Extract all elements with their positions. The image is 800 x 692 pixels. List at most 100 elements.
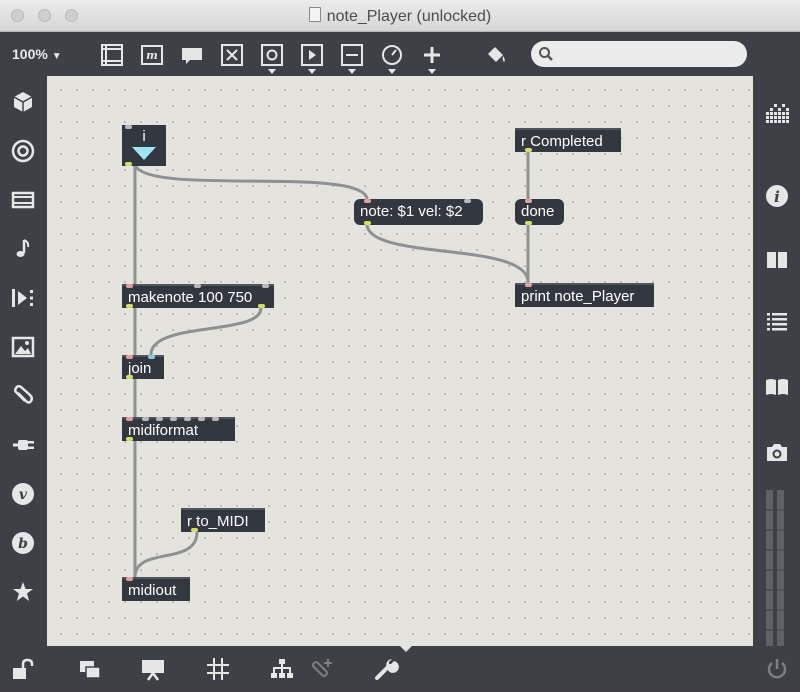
inlet[interactable] xyxy=(170,417,177,421)
inlet[interactable] xyxy=(142,417,149,421)
zoom-dropdown[interactable]: 100% ▼ xyxy=(12,46,62,62)
inlet[interactable] xyxy=(125,125,132,129)
window-title: note_Player (unlocked) xyxy=(0,7,800,26)
cube-icon[interactable] xyxy=(10,89,36,115)
outlet[interactable] xyxy=(525,221,532,225)
patch-cord[interactable] xyxy=(133,163,369,200)
presentation-icon[interactable] xyxy=(99,42,125,68)
object-makenote[interactable]: makenote 100 750 xyxy=(122,284,274,308)
document-icon xyxy=(308,7,321,22)
patch-cord[interactable] xyxy=(365,222,530,284)
bottom-bar xyxy=(0,644,800,692)
chevron-down-icon[interactable] xyxy=(308,69,316,74)
music-note-icon[interactable] xyxy=(10,236,36,262)
number-box[interactable]: i xyxy=(122,125,166,166)
inlet[interactable] xyxy=(364,199,371,203)
inlet[interactable] xyxy=(126,355,133,359)
object-label: midiout xyxy=(128,582,177,599)
level-meter-icon xyxy=(766,490,784,646)
wrench-icon[interactable] xyxy=(373,656,399,682)
zoom-label: 100% xyxy=(12,46,48,62)
plug-icon[interactable] xyxy=(10,432,36,458)
outlet[interactable] xyxy=(126,304,133,308)
message-box[interactable]: note: $1 vel: $2 xyxy=(354,199,483,225)
message-done[interactable]: done xyxy=(515,199,564,225)
reference-book-icon[interactable] xyxy=(764,374,790,400)
grid-icon[interactable] xyxy=(764,102,790,128)
zoom-window-button[interactable] xyxy=(65,9,78,22)
outlet[interactable] xyxy=(525,148,532,152)
number-box-triangle-icon xyxy=(132,147,156,160)
svg-text:v: v xyxy=(19,487,28,503)
inlet[interactable] xyxy=(525,283,532,287)
outlet[interactable] xyxy=(191,528,198,532)
object-label: makenote 100 750 xyxy=(128,289,253,306)
paint-bucket-icon[interactable] xyxy=(483,42,509,68)
message-label: done xyxy=(521,203,555,220)
speech-bubble-icon[interactable] xyxy=(179,42,205,68)
inlet[interactable] xyxy=(126,417,133,421)
inlet[interactable] xyxy=(126,284,133,288)
comment-icon[interactable]: m xyxy=(139,42,165,68)
hierarchy-icon[interactable] xyxy=(269,656,295,682)
image-icon[interactable] xyxy=(10,334,36,360)
object-r-to-midi[interactable]: r to_MIDI xyxy=(181,508,265,532)
inlet[interactable] xyxy=(184,417,191,421)
chevron-down-icon[interactable] xyxy=(268,69,276,74)
minimize-window-button[interactable] xyxy=(38,9,51,22)
object-r-completed[interactable]: r Completed xyxy=(515,128,621,152)
media-icon[interactable] xyxy=(10,285,36,311)
inlet[interactable] xyxy=(212,417,219,421)
inlet[interactable] xyxy=(464,199,471,203)
windows-icon[interactable] xyxy=(77,656,103,682)
chevron-down-icon[interactable] xyxy=(348,69,356,74)
power-icon[interactable] xyxy=(764,656,790,682)
inlet[interactable] xyxy=(525,199,532,203)
camera-icon[interactable] xyxy=(764,439,790,465)
object-print[interactable]: print note_Player xyxy=(515,283,654,307)
patch-cord[interactable] xyxy=(149,306,263,356)
info-icon[interactable]: i xyxy=(764,183,790,209)
close-window-button[interactable] xyxy=(11,9,24,22)
vizzie-v-icon[interactable]: v xyxy=(10,481,36,507)
bang-icon[interactable] xyxy=(219,42,245,68)
patch-cord[interactable] xyxy=(133,530,199,578)
chevron-down-icon[interactable] xyxy=(388,69,396,74)
outlet[interactable] xyxy=(125,162,132,166)
dial-icon[interactable] xyxy=(379,42,405,68)
object-join[interactable]: join xyxy=(122,355,164,379)
outlet[interactable] xyxy=(364,221,371,225)
star-icon[interactable] xyxy=(10,579,36,605)
beap-b-icon[interactable]: b xyxy=(10,530,36,556)
object-midiout[interactable]: midiout xyxy=(122,577,190,601)
slider-icon[interactable] xyxy=(339,42,365,68)
title-bar[interactable]: note_Player (unlocked) xyxy=(0,0,800,32)
film-icon[interactable] xyxy=(10,187,36,213)
inlet[interactable] xyxy=(194,284,201,288)
grid-snap-icon[interactable] xyxy=(205,656,231,682)
list-icon[interactable] xyxy=(764,309,790,335)
lock-icon[interactable] xyxy=(10,656,36,682)
attach-icon[interactable] xyxy=(309,656,335,682)
target-icon[interactable] xyxy=(10,138,36,164)
outlet[interactable] xyxy=(258,304,265,308)
presentation-mode-icon[interactable] xyxy=(140,656,166,682)
search-field[interactable] xyxy=(531,41,747,67)
patcher-canvas[interactable]: i makenote 100 750 join midiformat xyxy=(47,76,753,646)
object-midiformat[interactable]: midiformat xyxy=(122,417,235,441)
outlet[interactable] xyxy=(126,437,133,441)
paperclip-icon[interactable] xyxy=(10,383,36,409)
chevron-down-icon[interactable] xyxy=(428,69,436,74)
inlet[interactable] xyxy=(156,417,163,421)
play-icon[interactable] xyxy=(299,42,325,68)
toggle-icon[interactable] xyxy=(259,42,285,68)
outlet[interactable] xyxy=(126,375,133,379)
inlet[interactable] xyxy=(148,355,155,359)
book-icon[interactable] xyxy=(764,247,790,273)
inlet[interactable] xyxy=(198,417,205,421)
plus-icon[interactable] xyxy=(419,42,445,68)
resize-notch xyxy=(398,644,414,652)
inlet[interactable] xyxy=(126,577,133,581)
inlet[interactable] xyxy=(262,284,269,288)
